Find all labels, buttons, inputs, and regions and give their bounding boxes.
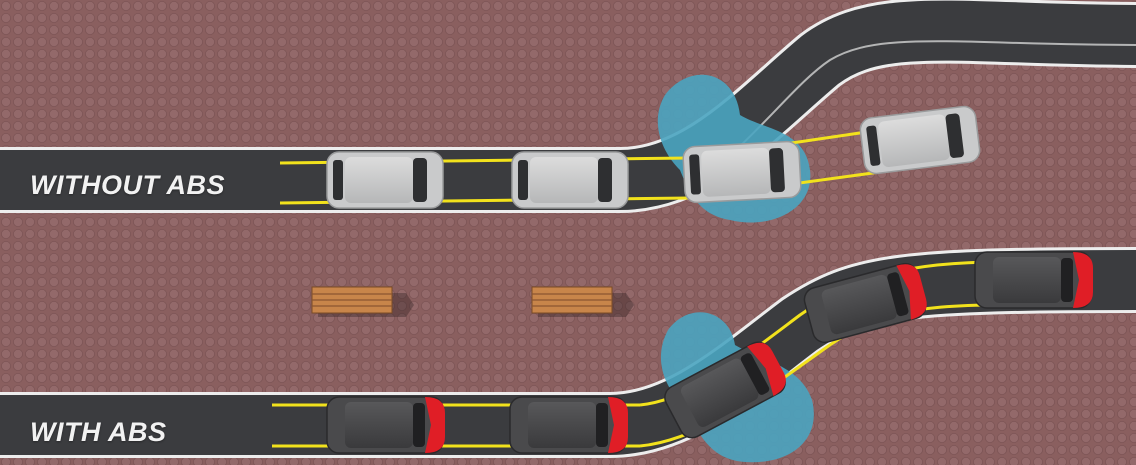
label-without-abs: WITHOUT ABS bbox=[30, 170, 225, 201]
label-with-abs: WITH ABS bbox=[30, 417, 166, 448]
car-icon bbox=[327, 397, 445, 453]
car-icon bbox=[683, 141, 802, 203]
car-icon bbox=[327, 152, 443, 208]
car-icon bbox=[512, 152, 628, 208]
car-icon bbox=[510, 397, 628, 453]
car-icon bbox=[975, 252, 1093, 308]
